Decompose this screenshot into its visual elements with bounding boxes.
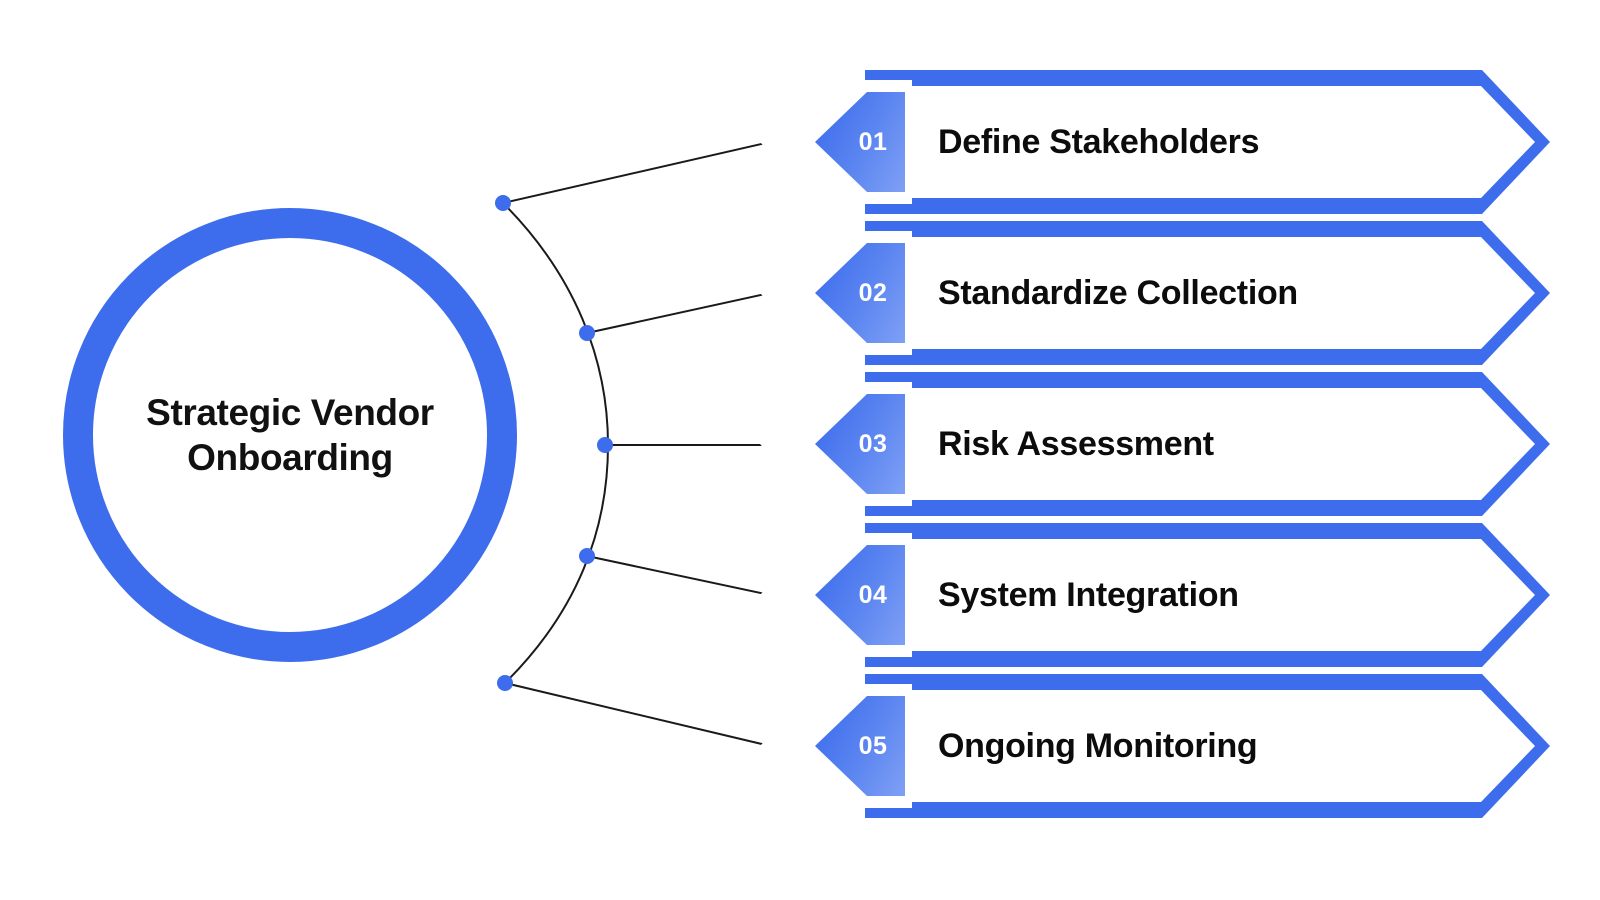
node-dot-5[interactable] [497, 675, 513, 691]
node-dot-3[interactable] [597, 437, 613, 453]
step-number: 01 [858, 127, 888, 156]
step-label: Standardize Collection [938, 273, 1298, 312]
step-number: 05 [858, 731, 888, 760]
banner-body [882, 86, 1535, 198]
step-label: Risk Assessment [938, 424, 1214, 463]
banner-body [882, 539, 1535, 651]
step-label: Define Stakeholders [938, 122, 1260, 161]
step-banner-5[interactable]: 05 Ongoing Monitoring [760, 666, 1550, 826]
step-number: 04 [858, 580, 888, 609]
spoke-line-4 [586, 555, 771, 596]
step-banner-3[interactable]: 03 Risk Assessment [760, 364, 1550, 524]
banner-body [882, 237, 1535, 349]
step-number: 03 [858, 429, 888, 458]
banner-body [882, 388, 1535, 500]
step-banner-4[interactable]: 04 System Integration [760, 515, 1550, 675]
hub-title: Strategic Vendor Onboarding [146, 391, 434, 478]
node-dot-1[interactable] [495, 195, 511, 211]
step-number: 02 [858, 278, 888, 307]
step-label: Ongoing Monitoring [938, 726, 1258, 765]
step-label: System Integration [938, 575, 1239, 614]
spoke-line-5 [504, 682, 771, 747]
spine-arc [502, 202, 610, 684]
step-banner-1[interactable]: 01 Define Stakeholders [760, 62, 1550, 222]
hub-circle[interactable]: Strategic Vendor Onboarding [63, 208, 517, 662]
spoke-line-2 [586, 292, 771, 334]
step-banner-2[interactable]: 02 Standardize Collection [760, 213, 1550, 373]
node-dot-2[interactable] [579, 325, 595, 341]
banner-body [882, 690, 1535, 802]
node-dot-4[interactable] [579, 548, 595, 564]
spoke-line-1 [502, 141, 771, 204]
